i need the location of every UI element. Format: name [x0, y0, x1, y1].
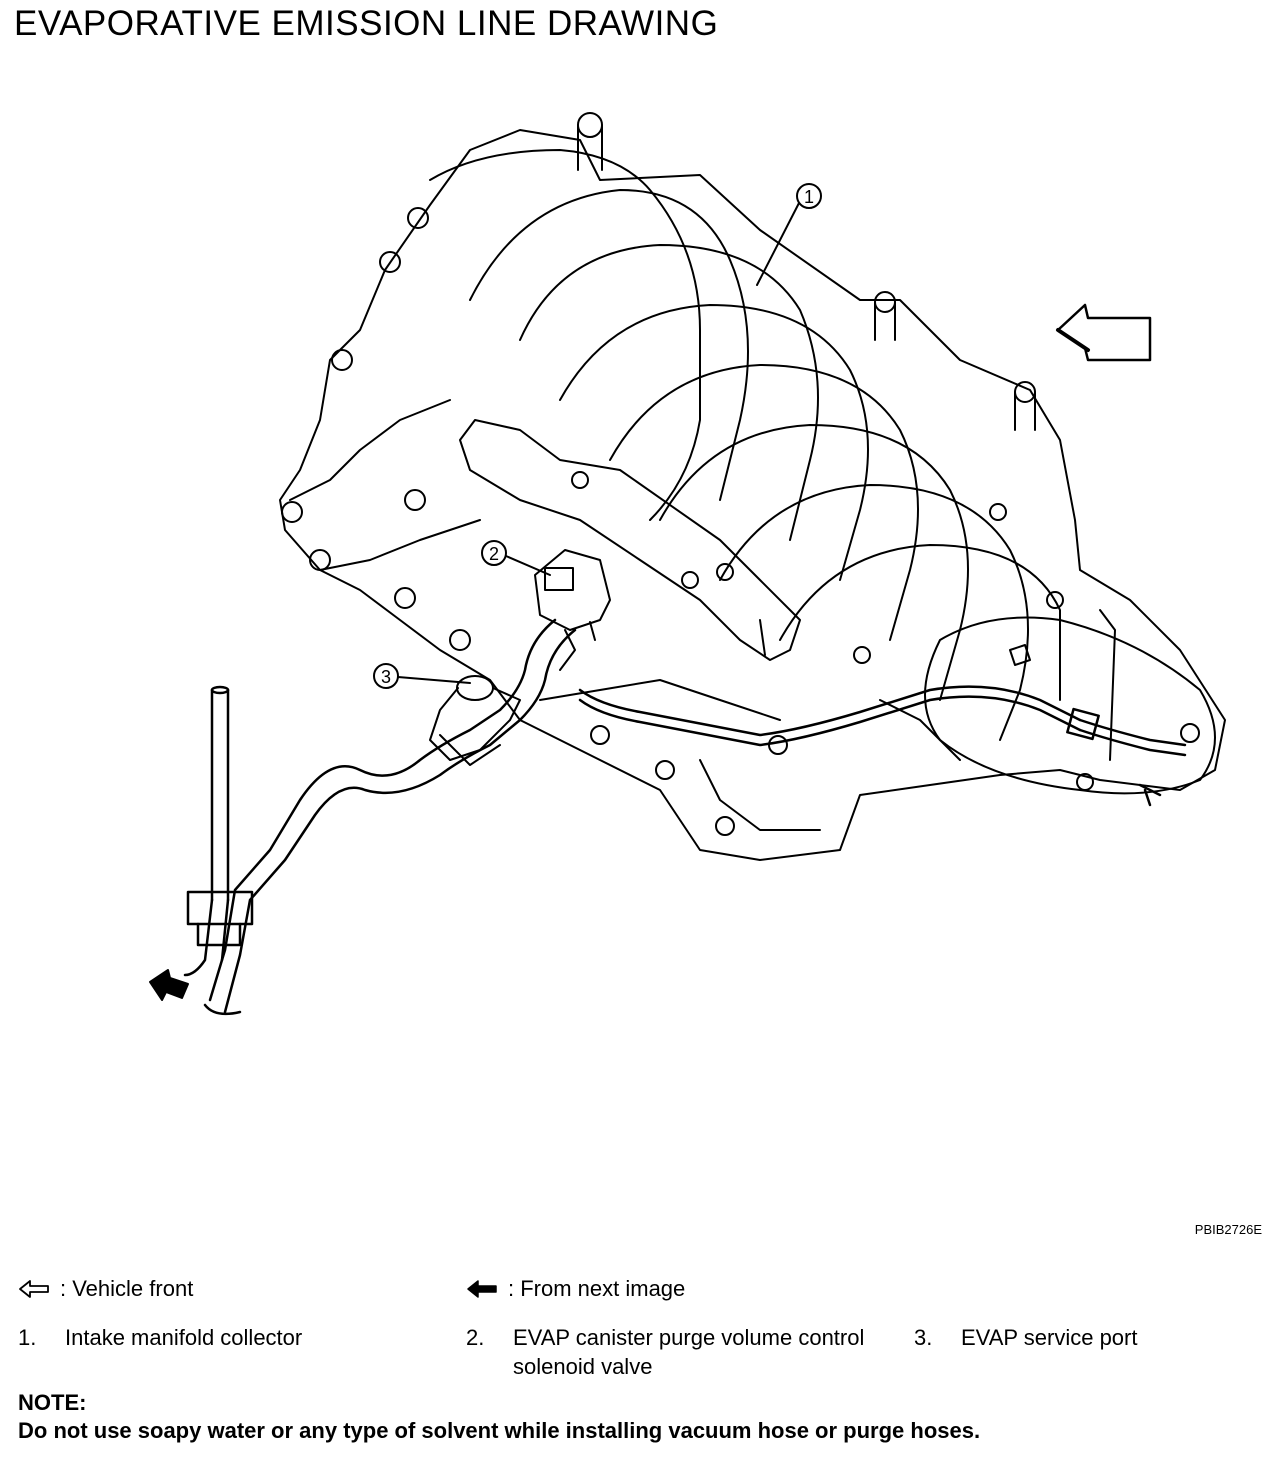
vehicle-front-arrow [1056, 303, 1152, 362]
callout-3: 3 [373, 663, 471, 689]
page-title: EVAPORATIVE EMISSION LINE DRAWING [14, 4, 719, 43]
manifold-base [279, 129, 1226, 861]
svg-text:3: 3 [381, 667, 391, 687]
list-item: 1. Intake manifold collector [18, 1325, 303, 1350]
callout-2: 2 [481, 540, 551, 576]
legend-vehicle-front: : Vehicle front [18, 1276, 193, 1302]
legend-from-next-image: : From next image [466, 1276, 685, 1302]
list-item: 3. EVAP service port [914, 1325, 1138, 1350]
svg-text:1: 1 [804, 187, 814, 207]
bolt-bosses [281, 112, 1200, 836]
evap-hose [203, 618, 577, 1016]
purge-hose [578, 685, 1187, 807]
throttle-body [924, 609, 1216, 795]
line-drawing: 1 2 3 [0, 70, 1280, 1230]
support-bracket [459, 419, 801, 661]
callout-1: 1 [756, 183, 822, 286]
evap-service-port [429, 675, 521, 766]
legend-from-next-image-text: : From next image [508, 1276, 686, 1301]
from-next-image-arrow [149, 969, 189, 1001]
vent-pipe [183, 685, 254, 977]
list-item: 2. EVAP canister purge volume control so… [466, 1325, 865, 1379]
note-body: Do not use soapy water or any type of so… [18, 1418, 981, 1443]
svg-text:2: 2 [489, 544, 499, 564]
outline-arrow-left-icon [19, 1280, 49, 1298]
legend-vehicle-front-text: : Vehicle front [60, 1276, 194, 1301]
solid-arrow-left-icon [467, 1280, 497, 1298]
intake-runners [429, 149, 1061, 741]
purge-solenoid-valve [534, 549, 611, 671]
note-heading: NOTE: [18, 1390, 87, 1415]
figure-id: PBIB2726E [1194, 1222, 1262, 1237]
